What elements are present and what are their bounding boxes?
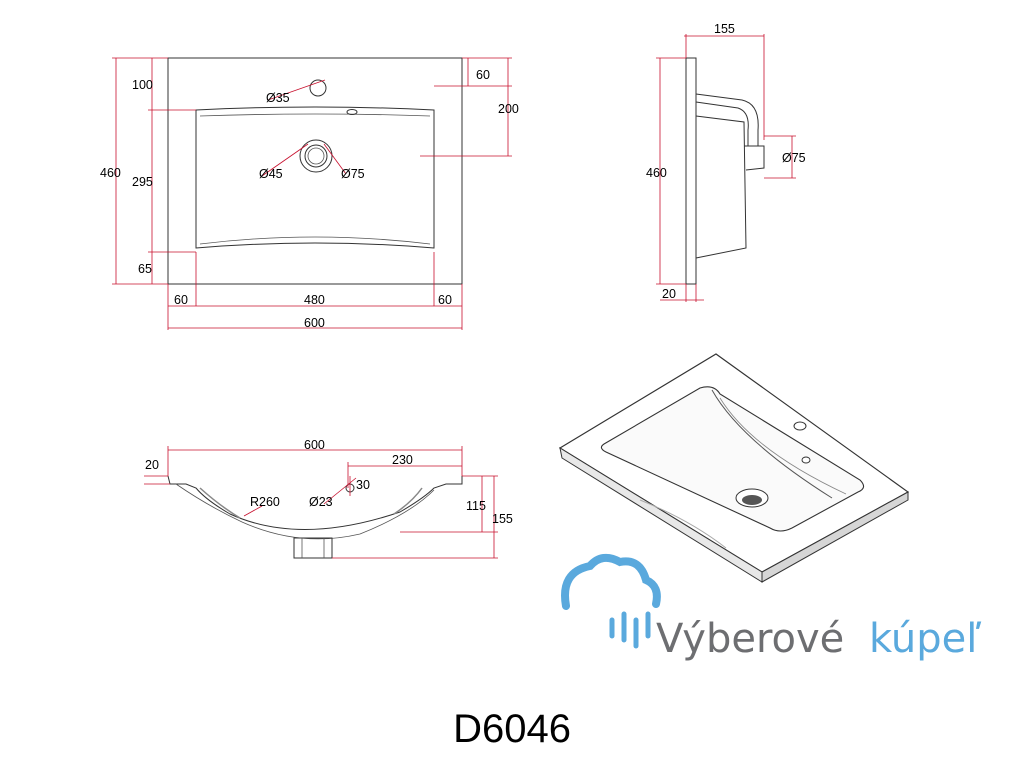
dim-60-right: 60 [438,293,452,307]
side-slab [685,57,697,285]
dim-460-side: 460 [646,166,667,180]
dim-480: 480 [304,293,325,307]
iso-right-edge [761,491,909,583]
model-code: D6046 [453,707,571,751]
dim-460: 460 [100,166,121,180]
iso-tap-hole [793,421,807,431]
top-view: 100 460 295 65 60 200 Ø35 Ø45 Ø75 60 480… [100,57,519,330]
dim-230: 230 [392,453,413,467]
overflow-slot [346,109,358,115]
dim-hole-diameter: Ø35 [266,91,290,105]
section-profile [167,475,463,530]
drain-outer [299,139,333,173]
side-bowl-profile [695,115,747,259]
dim-115: 115 [466,499,486,513]
drain-inner [304,144,328,168]
shower-cloud-icon [561,553,661,649]
bowl-outline [195,106,435,249]
bowl-rim-line [199,113,431,117]
dim-155: 155 [714,22,735,36]
basin-outline [167,57,463,285]
dim-100: 100 [132,78,153,92]
dim-20-side: 20 [662,287,676,301]
svg-text:Výberové kúpeľ: Výberové kúpeľ [656,616,981,662]
dim-30: 30 [356,478,370,492]
dim-drain-outer: Ø75 [341,167,365,181]
section-view: 600 20 230 30 R260 Ø23 115 155 [144,438,513,559]
brand-logo: Výberové kúpeľ [561,553,981,662]
iso-overflow [801,456,811,464]
dim-60-left: 60 [174,293,188,307]
dim-155-section: 155 [492,512,513,526]
tap-hole [309,79,327,97]
side-view: 155 460 Ø75 20 [646,22,806,302]
logo-text-gray: Výberové [656,616,844,662]
bowl-front-line [199,236,431,245]
drain-pipe [293,537,333,559]
logo-text-blue: kúpeľ [869,616,981,662]
iso-bowl-rim [600,386,865,532]
isometric-view [558,353,910,583]
dim-600: 600 [304,316,325,330]
dim-20-section: 20 [145,458,159,472]
dim-75-side: Ø75 [782,151,806,165]
dim-drain-inner: Ø45 [259,167,283,181]
dim-65: 65 [138,262,152,276]
dim-200: 200 [498,102,519,116]
dim-600-section: 600 [304,438,325,452]
dim-295: 295 [132,175,153,189]
dim-r260: R260 [250,495,280,509]
dim-60-top: 60 [476,68,490,82]
dim-23: Ø23 [309,495,333,509]
